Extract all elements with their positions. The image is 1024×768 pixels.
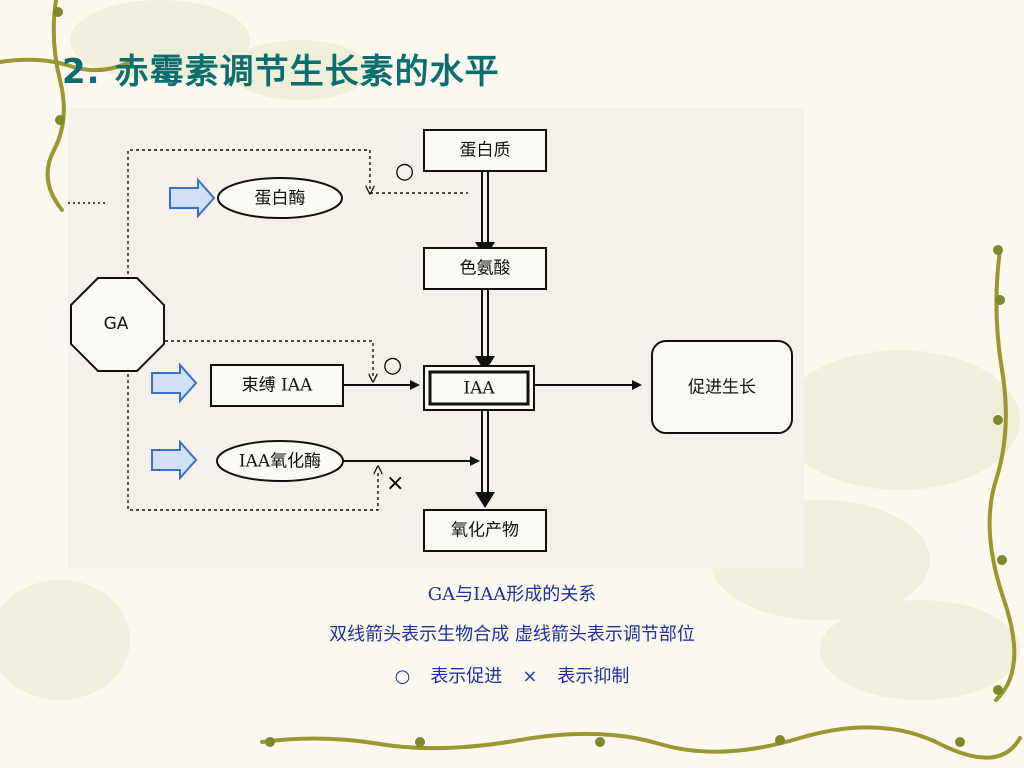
title-text: 赤霉素调节生长素的水平	[114, 52, 500, 92]
highlight-arrow-bound-iaa	[151, 362, 198, 404]
diagram-panel: GA 蛋白质 色氨酸 IAA 氧化产物 促进生长	[68, 108, 804, 568]
iaa-label: IAA	[463, 379, 495, 399]
inhibit-symbol: ×	[522, 666, 538, 687]
tryptophan-box: 色氨酸	[423, 247, 547, 290]
highlight-arrow-protease	[169, 177, 216, 219]
caption-title: GA与IAA形成的关系	[427, 584, 597, 605]
caption-symbols: ○ 表示促进 × 表示抑制	[0, 662, 1024, 688]
inhibit-text: 表示抑制	[557, 666, 630, 687]
promote-mark-protease: ○	[395, 159, 414, 184]
slide-title: 2. 赤霉素调节生长素的水平	[62, 44, 500, 93]
biosynthesis-arrows	[481, 171, 489, 496]
iaa-box: IAA	[423, 365, 535, 411]
highlight-arrow-oxidase	[151, 439, 198, 481]
promote-symbol: ○	[394, 666, 411, 687]
promote-growth-label: 促进生长	[688, 378, 756, 398]
protease-node: 蛋白酶	[217, 177, 343, 219]
promote-text: 表示促进	[430, 666, 503, 687]
title-number: 2.	[62, 52, 101, 92]
iaa-oxidase-node: IAA氧化酶	[216, 440, 344, 482]
protease-label: 蛋白酶	[255, 189, 306, 209]
bound-iaa-box: 束缚 IAA	[210, 364, 344, 407]
inhibit-mark-oxidase: ×	[386, 471, 404, 496]
bound-iaa-label: 束缚 IAA	[242, 376, 313, 396]
caption-legend: 双线箭头表示生物合成 虚线箭头表示调节部位	[329, 624, 695, 645]
highlight-arrows	[151, 177, 216, 481]
tryptophan-label: 色氨酸	[460, 259, 511, 279]
ga-label: GA	[104, 314, 129, 334]
protein-label: 蛋白质	[460, 141, 511, 161]
promote-growth-box: 促进生长	[651, 340, 793, 434]
iaa-oxidase-label: IAA氧化酶	[239, 452, 321, 472]
ga-iaa-diagram: GA 蛋白质 色氨酸 IAA 氧化产物 促进生长	[68, 129, 793, 552]
oxidation-products-box: 氧化产物	[423, 509, 547, 552]
promote-mark-bound-iaa: ○	[383, 353, 402, 378]
protein-box: 蛋白质	[423, 129, 547, 172]
oxidation-products-label: 氧化产物	[451, 521, 519, 541]
ga-node: GA	[70, 277, 165, 372]
